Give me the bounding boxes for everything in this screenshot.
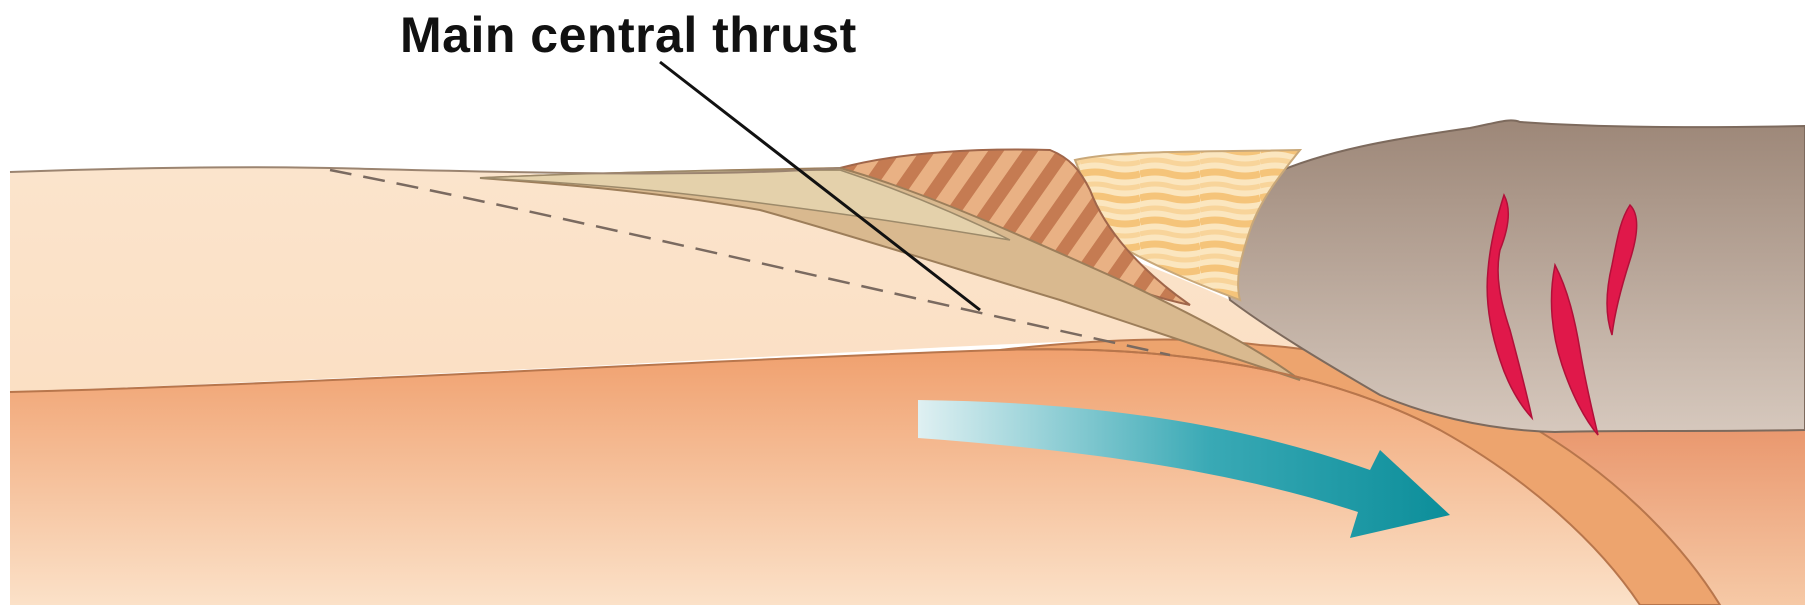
main-central-thrust-label: Main central thrust xyxy=(400,6,857,64)
